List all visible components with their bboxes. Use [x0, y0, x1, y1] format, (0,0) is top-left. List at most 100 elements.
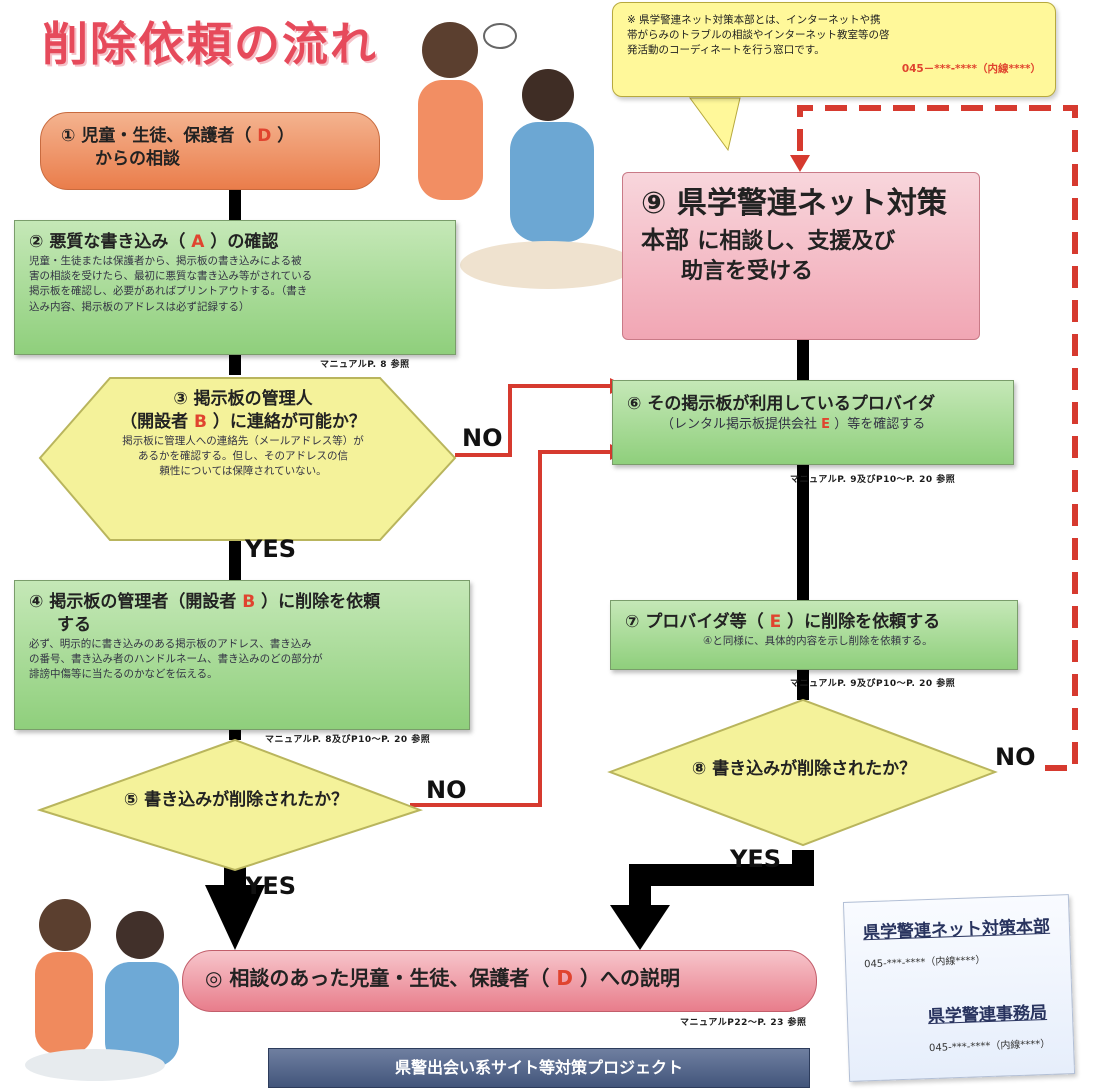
- callout-line-3: 発活動のコーディネートを行う窓口です。: [627, 44, 825, 57]
- callout-phone: 045－***-****（内線****）: [901, 62, 1041, 75]
- step-7-number: ⑦: [625, 612, 640, 632]
- final-step-reference: マニュアルP22～P. 23 参照: [680, 1018, 807, 1028]
- project-banner: 県警出会い系サイト等対策プロジェクト: [268, 1048, 810, 1088]
- step-1-text-pre: 児童・生徒、保護者（: [81, 126, 252, 146]
- step-5-number: ⑤: [123, 790, 139, 810]
- step-4-number: ④: [29, 592, 44, 612]
- step-6-line-2-pre: （レンタル掲示板提供会社: [661, 416, 818, 432]
- headquarters-phone: 045-***-****（内線****）: [863, 955, 986, 971]
- step-4-body-line-1: 必ず、明示的に書き込みのある掲示板のアドレス、書き込み: [29, 637, 312, 650]
- step-4-box: ④ 掲示板の管理者（開設者 B ）に削除を依頼 する 必ず、明示的に書き込みのあ…: [14, 580, 470, 730]
- step-3-text: ③ 掲示板の管理人 （開設者 B ）に連絡が可能か？ 掲示板に管理人への連絡先（…: [98, 388, 388, 480]
- step-3-line-2-pre: （開設者: [120, 411, 189, 432]
- office-name: 県学警連事務局: [927, 1002, 1048, 1028]
- decision-8-yes-label: YES: [730, 845, 782, 873]
- step-5-line: ⑤ 書き込みが削除されたか？: [96, 789, 376, 812]
- decision-5-yes-label: YES: [245, 872, 297, 900]
- step-1-line-1: ① 児童・生徒、保護者（ D ）: [61, 125, 359, 148]
- step-3-line-1: ③ 掲示板の管理人: [98, 388, 388, 411]
- step-7-title-post: ）に削除を依頼する: [787, 612, 941, 632]
- step-6-line-2-post: ）等を確認する: [834, 416, 926, 432]
- final-step-line: ◎ 相談のあった児童・生徒、保護者（ D ）への説明: [205, 965, 794, 992]
- step-6-reference: マニュアルP. 9及びP10～P. 20 参照: [790, 475, 956, 485]
- step-2-box: ② 悪質な書き込み（ A ）の確認 児童・生徒または保護者から、掲示板の書き込み…: [14, 220, 456, 355]
- final-step-symbol: ◎: [205, 966, 223, 990]
- step-7-body: ④と同様に、具体的内容を示し削除を依頼する。: [703, 634, 933, 647]
- step-2-body-line-1: 児童・生徒または保護者から、掲示板の書き込みによる被: [29, 254, 302, 267]
- step-1-box: ① 児童・生徒、保護者（ D ） からの相談: [40, 112, 380, 190]
- step-9-line-2: 本部 に相談し、支援及び: [641, 223, 961, 258]
- callout-pointer: [689, 97, 741, 152]
- headquarters-name: 県学警連ネット対策本部: [862, 916, 1051, 944]
- step-7-title-pre: プロバイダ等（: [645, 612, 764, 632]
- step-6-line-1: ⑥ その掲示板が利用しているプロバイダ: [627, 393, 999, 416]
- step-3-line-2-post: ）に連絡が可能か？: [212, 411, 366, 432]
- step-9-line-1: ⑨ 県学警連ネット対策: [641, 185, 961, 223]
- connector-8-final: [629, 850, 814, 905]
- step-3-number: ③: [173, 389, 188, 409]
- no-3-to-6: [455, 384, 610, 457]
- step-9-line-2-pre: 本部: [641, 225, 689, 254]
- final-step-highlight: D: [556, 966, 573, 990]
- arrowhead-8-final: [610, 905, 670, 950]
- step-1-line-2: からの相談: [95, 148, 180, 169]
- decision-8-shape: [607, 698, 998, 847]
- no-8-loop: [797, 105, 1078, 771]
- decision-3-shape: [38, 377, 457, 541]
- decision-5-shape: [36, 738, 424, 872]
- headquarters-callout: ※ 県学警連ネット対策本部とは、インターネットや携 帯がらみのトラブルの相談やイ…: [612, 2, 1056, 97]
- callout-line-1: ※ 県学警連ネット対策本部とは、インターネットや携: [627, 14, 881, 26]
- step-4-title-line-2: する: [57, 614, 91, 635]
- step-7-reference: マニュアルP. 9及びP10～P. 20 参照: [790, 679, 956, 689]
- step-8-number: ⑧: [691, 759, 707, 779]
- step-6-line-2: （レンタル掲示板提供会社 E ）等を確認する: [661, 416, 999, 435]
- page-title: 削除依頼の流れ: [42, 17, 378, 71]
- contact-card: 県学警連ネット対策本部 045-***-****（内線****） 県学警連事務局…: [842, 894, 1076, 1082]
- decision-8-no-label: NO: [995, 743, 1036, 771]
- step-9-line-3: 助言を受ける: [681, 259, 814, 285]
- step-2-body-line-4: 込み内容、掲示板のアドレスは必ず記録する）: [29, 300, 250, 313]
- step-3-highlight: B: [194, 411, 207, 432]
- arrowhead-no-8: [790, 155, 810, 172]
- step-9-line-1-text: 県学警連ネット対策: [676, 186, 947, 221]
- step-1-highlight: D: [257, 126, 272, 146]
- step-3-line-1-text: 掲示板の管理人: [193, 389, 313, 409]
- step-6-highlight: E: [821, 416, 831, 432]
- step-6-number: ⑥: [627, 394, 642, 414]
- step-9-number: ⑨: [641, 186, 667, 221]
- step-8-text: ⑧ 書き込みが削除されたか？: [666, 758, 942, 781]
- step-4-title-line-1: ④ 掲示板の管理者（開設者 B ）に削除を依頼: [29, 591, 455, 614]
- step-3-body-line-1: 掲示板に管理人への連絡先（メールアドレス等）が: [122, 434, 364, 447]
- step-7-title: ⑦ プロバイダ等（ E ）に削除を依頼する: [625, 611, 1003, 634]
- step-7-highlight: E: [769, 612, 782, 632]
- step-3-body-line-2: あるかを確認する。但し、そのアドレスの信: [138, 450, 348, 463]
- step-2-body-line-3: 掲示板を確認し、必要があればプリントアウトする。（書き: [29, 285, 308, 298]
- step-7-box: ⑦ プロバイダ等（ E ）に削除を依頼する ④と同様に、具体的内容を示し削除を依…: [610, 600, 1018, 670]
- decision-3-no-label: NO: [462, 424, 503, 452]
- step-2-number: ②: [29, 232, 44, 252]
- step-2-title: ② 悪質な書き込み（ A ）の確認: [29, 231, 441, 254]
- step-4-title-pre: 掲示板の管理者（開設者: [49, 592, 237, 612]
- step-9-line-2-post: に相談し、支援及び: [697, 228, 896, 254]
- step-2-title-post: ）の確認: [210, 232, 279, 252]
- final-step-text-pre: 相談のあった児童・生徒、保護者（: [229, 966, 550, 990]
- callout-line-2: 帯がらみのトラブルの相談やインターネット教室等の啓: [627, 29, 890, 42]
- step-3-body-line-3: 頼性については保障されていない。: [159, 465, 327, 478]
- step-1-number: ①: [61, 126, 76, 146]
- no-5-to-6: [410, 450, 610, 807]
- step-4-reference: マニュアルP. 8及びP10～P. 20 参照: [265, 735, 431, 745]
- step-4-highlight: B: [242, 592, 256, 612]
- arrowhead-5-final: [205, 885, 265, 950]
- step-2-highlight: A: [191, 232, 205, 252]
- step-5-text: ⑤ 書き込みが削除されたか？: [96, 789, 376, 812]
- step-6-box: ⑥ その掲示板が利用しているプロバイダ （レンタル掲示板提供会社 E ）等を確認…: [612, 380, 1014, 465]
- step-2-title-pre: 悪質な書き込み（: [49, 232, 186, 252]
- final-step-text-post: ）への説明: [579, 966, 680, 990]
- step-2-reference: マニュアルP. 8 参照: [320, 360, 410, 370]
- step-4-body-line-3: 誹謗中傷等に当たるのかなどを伝える。: [29, 668, 218, 681]
- step-8-line: ⑧ 書き込みが削除されたか？: [666, 758, 942, 781]
- step-2-body-line-2: 害の相談を受けたら、最初に悪質な書き込み等がされている: [29, 270, 313, 283]
- office-phone: 045-***-****（内線****）: [928, 1038, 1051, 1055]
